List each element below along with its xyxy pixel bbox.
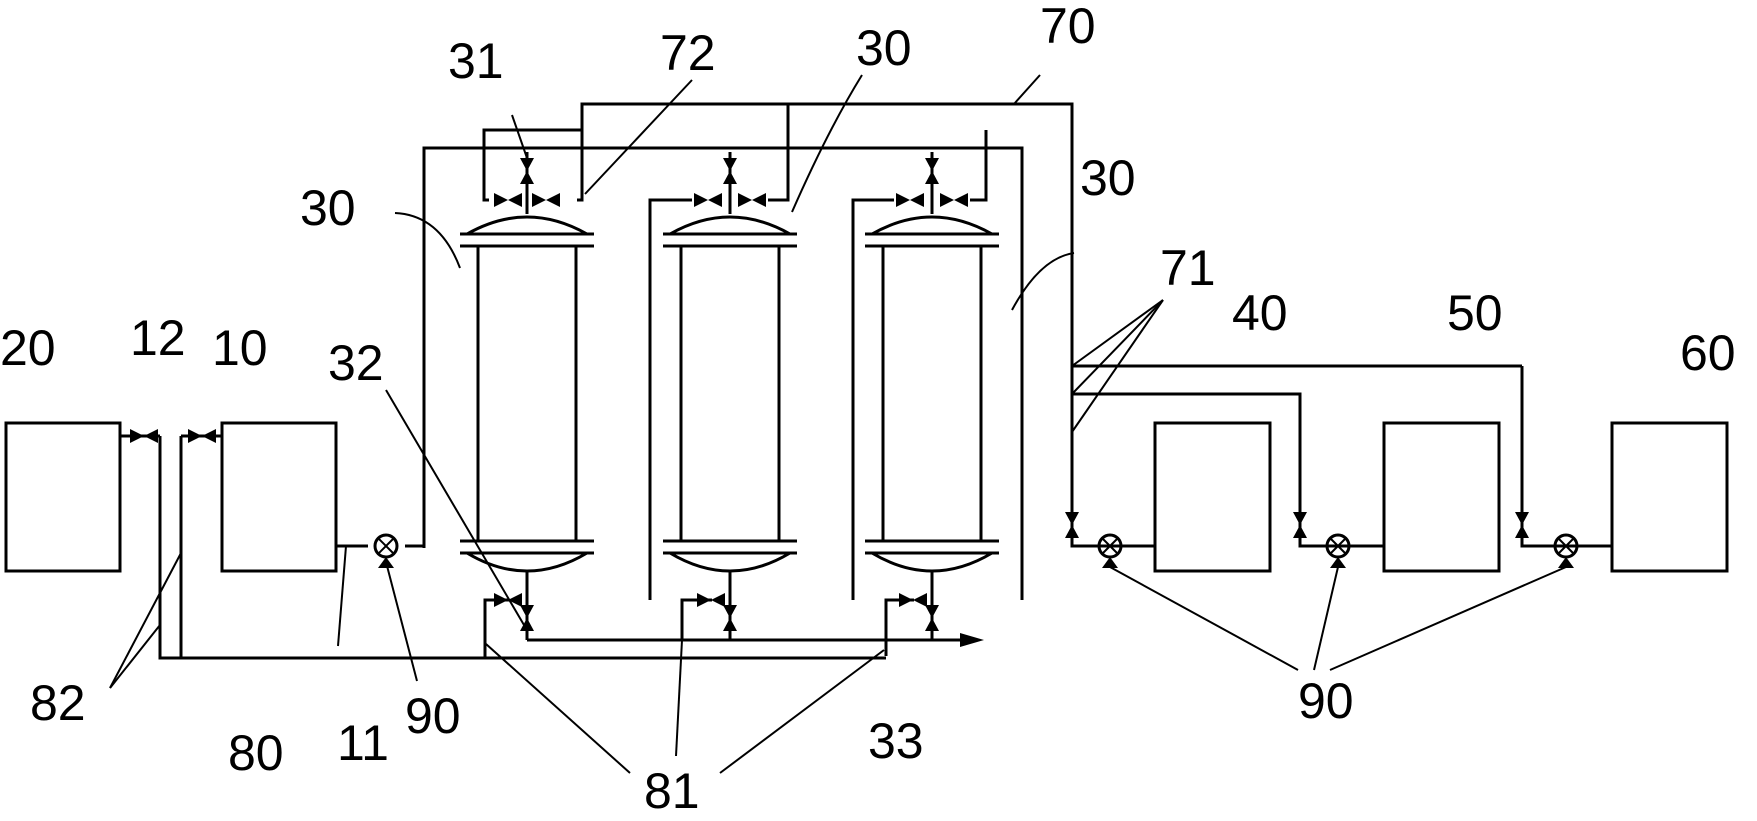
label-31: 31 xyxy=(448,33,504,89)
pump-icon xyxy=(373,533,399,568)
label-32: 32 xyxy=(328,335,384,391)
valve-icon xyxy=(1515,512,1529,538)
valve-icon xyxy=(925,605,939,631)
valve-icon xyxy=(697,593,725,607)
tank-60 xyxy=(1610,421,1729,573)
reactor-column-1 xyxy=(460,215,594,573)
storage-tank-20 xyxy=(4,421,122,573)
leader-lines xyxy=(109,74,1567,774)
valve-icon xyxy=(520,605,534,631)
valve-icon xyxy=(899,593,927,607)
label-12: 12 xyxy=(130,310,186,366)
valves xyxy=(130,158,1529,631)
label-33: 33 xyxy=(868,713,924,769)
label-10: 10 xyxy=(212,320,268,376)
label-40: 40 xyxy=(1232,285,1288,341)
valve-icon xyxy=(896,193,924,207)
label-60: 60 xyxy=(1680,325,1736,381)
valve-icon xyxy=(188,429,216,443)
valve-icon xyxy=(723,158,737,184)
valve-icon xyxy=(738,193,766,207)
label-82: 82 xyxy=(30,675,86,731)
label-30-left: 30 xyxy=(300,180,356,236)
valve-icon xyxy=(925,158,939,184)
valve-icon xyxy=(723,605,737,631)
valve-icon xyxy=(494,593,522,607)
pump-icon xyxy=(1553,533,1579,568)
valve-icon xyxy=(694,193,722,207)
label-80: 80 xyxy=(228,725,284,781)
label-81: 81 xyxy=(644,763,700,819)
label-90-feed: 90 xyxy=(405,688,461,744)
label-30-right: 30 xyxy=(1080,150,1136,206)
valve-icon xyxy=(940,193,968,207)
tank-50 xyxy=(1382,421,1501,573)
valve-icon xyxy=(130,429,158,443)
feed-tank-10 xyxy=(220,421,338,573)
valve-icon xyxy=(1293,512,1307,538)
reactor-column-2 xyxy=(663,215,797,573)
valve-icon xyxy=(532,193,560,207)
label-70: 70 xyxy=(1040,0,1096,54)
pump-icon xyxy=(1325,533,1351,568)
valve-icon xyxy=(520,158,534,184)
label-20: 20 xyxy=(0,320,56,376)
label-11: 11 xyxy=(337,715,389,771)
label-72: 72 xyxy=(660,25,716,81)
label-90-right: 90 xyxy=(1298,673,1354,729)
reactor-column-3 xyxy=(865,215,999,573)
tank-40 xyxy=(1153,421,1272,573)
label-50: 50 xyxy=(1447,285,1503,341)
valve-icon xyxy=(1065,512,1079,538)
pump-icon xyxy=(1097,533,1123,568)
label-30-mid: 30 xyxy=(856,20,912,76)
valve-icon xyxy=(494,193,522,207)
label-71: 71 xyxy=(1160,240,1216,296)
